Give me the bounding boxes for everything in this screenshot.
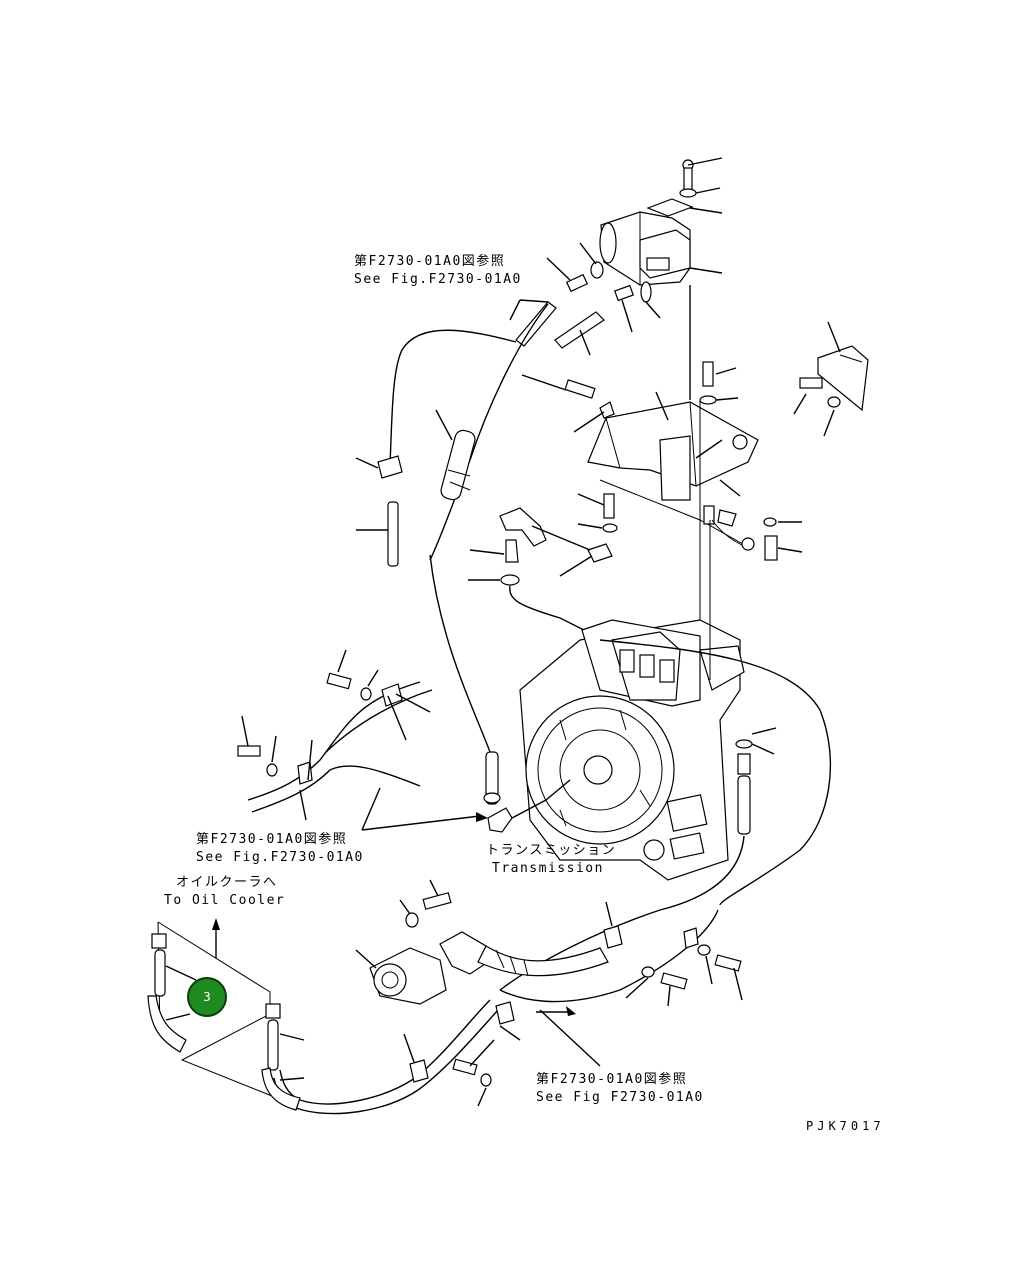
right-hose (499, 639, 832, 991)
mounting-bracket (521, 361, 759, 549)
lower-elbow (487, 779, 571, 833)
ref-top-jp: 第F2730-01A0図参照 (354, 254, 506, 269)
center-elbow-fitting (468, 507, 613, 639)
part-callout-badge[interactable]: 3 (187, 977, 227, 1017)
ref-bot-en: See Fig F2730-01A0 (536, 1090, 704, 1105)
valve-fittings (515, 242, 661, 356)
upper-hoses (355, 303, 549, 805)
ref-bot-jp: 第F2730-01A0図参照 (536, 1072, 688, 1087)
reference-leaders (509, 299, 549, 321)
upper-valve-assembly (599, 157, 723, 400)
ref-top-en: See Fig.F2730-01A0 (354, 272, 522, 287)
ref-mid-jp: 第F2730-01A0図参照 (196, 832, 348, 847)
ref-mid-en: See Fig.F2730-01A0 (196, 850, 364, 865)
oil-cooler-label-jp: オイルクーラへ (176, 875, 278, 890)
transmission (519, 400, 745, 881)
corner-bracket (793, 321, 869, 437)
transmission-label-jp: トランスミッション (486, 843, 617, 858)
oil-cooler-hoses (147, 918, 305, 1111)
pump-assembly (355, 879, 609, 1005)
bracket-bolts (577, 493, 803, 561)
drawing-code: PJK7017 (806, 1119, 885, 1133)
transmission-label-en: Transmission (492, 861, 604, 876)
left-hoses (237, 649, 488, 831)
oil-cooler-label-en: To Oil Cooler (164, 893, 286, 908)
